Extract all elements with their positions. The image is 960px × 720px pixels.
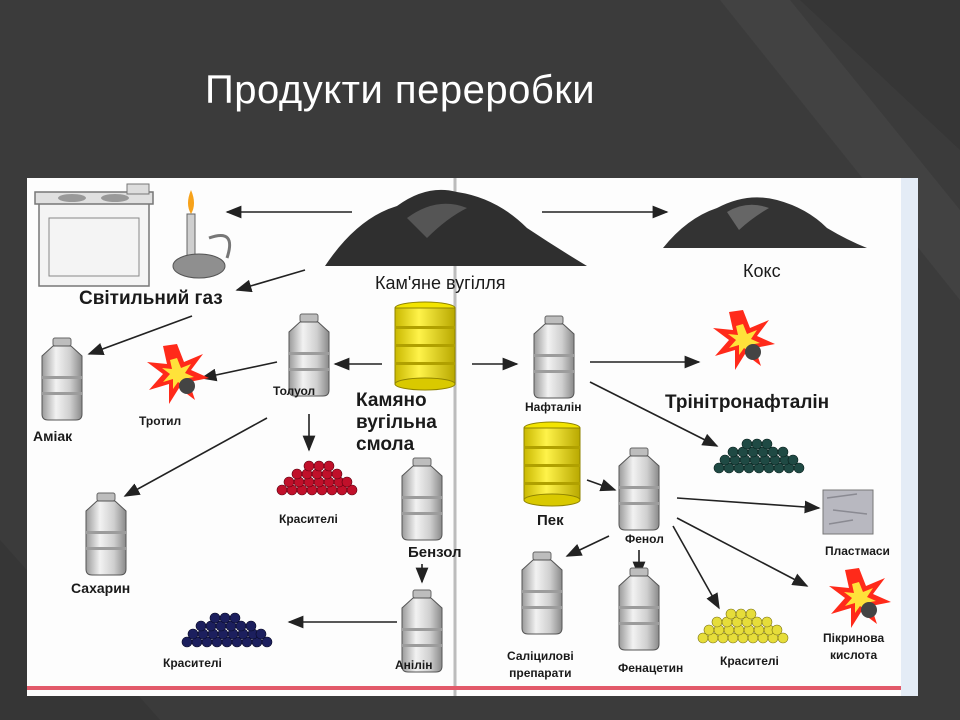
- ammonia-bottle-icon: [41, 337, 83, 421]
- picric-label-line1: Пікринова: [823, 631, 885, 645]
- arrows: [87, 205, 821, 629]
- dyes-blue-label: Красителі: [163, 656, 222, 670]
- tar-label-line2: вугільна: [356, 412, 437, 433]
- tar-canister-icon: [394, 301, 456, 391]
- dyes-yellow-label: Красителі: [720, 654, 779, 668]
- blue-dye-pile-icon: [181, 612, 273, 648]
- dyes-red-label: Красителі: [279, 512, 338, 526]
- tar-label-line1: Камяно: [356, 390, 427, 411]
- naphthalene-bottle-icon: [533, 315, 575, 399]
- right-edge: [901, 178, 918, 696]
- saccharin-label: Сахарин: [71, 580, 131, 596]
- tar-label: Камяно вугільна смола: [356, 390, 437, 456]
- bottom-border: [27, 686, 918, 690]
- coke-label: Кокс: [743, 261, 781, 281]
- coal-pile-icon: [325, 189, 587, 266]
- benzene-label: Бензол: [408, 544, 462, 561]
- phenacetin-label: Фенацетин: [618, 661, 684, 675]
- phenol-label: Фенол: [625, 532, 664, 546]
- ammonia-label: Аміак: [33, 428, 73, 444]
- picric-label-line2: кислота: [830, 648, 878, 662]
- diagram-panel: Кам'яне вугілля Кокс Світильний газ Аміа…: [27, 178, 918, 696]
- stove-icon: [34, 183, 154, 287]
- benzene-bottle-icon: [401, 457, 443, 541]
- pitch-label: Пек: [537, 512, 564, 529]
- coke-pile-icon: [663, 197, 867, 248]
- gas-burner-icon: [172, 190, 232, 279]
- pitch-canister-icon: [523, 421, 581, 507]
- phenol-bottle-icon: [618, 447, 660, 531]
- phenacetin-bottle-icon: [618, 567, 660, 651]
- red-dye-pile-icon: [276, 460, 358, 496]
- light-gas-label: Світильний газ: [79, 288, 223, 309]
- saccharin-bottle-icon: [85, 492, 127, 576]
- trinitronaphthalene-label: Трінітронафталін: [665, 392, 830, 413]
- aniline-label: Анілін: [395, 658, 433, 672]
- salicylic-label-line1: Саліцилові: [507, 649, 574, 663]
- salicylic-label: Саліцилові препарати: [507, 648, 574, 682]
- yellow-dye-pile-icon: [697, 608, 789, 644]
- plastics-label: Пластмаси: [825, 544, 890, 558]
- green-dye-pile-icon: [713, 438, 805, 474]
- salicylic-bottle-icon: [521, 551, 563, 635]
- picric-acid-label: Пікринова кислота: [823, 630, 884, 664]
- tar-label-line3: смола: [356, 434, 415, 455]
- plastic-sample-icon: [822, 489, 874, 535]
- tnt-label: Тротил: [139, 414, 182, 428]
- slide-title: Продукти переробки: [205, 68, 596, 112]
- diagram-graphics: [27, 178, 918, 696]
- coal-label: Кам'яне вугілля: [375, 273, 506, 293]
- naphthalene-label: Нафталін: [525, 400, 582, 414]
- salicylic-label-line2: препарати: [509, 666, 572, 680]
- toluene-label: Толуол: [273, 384, 316, 398]
